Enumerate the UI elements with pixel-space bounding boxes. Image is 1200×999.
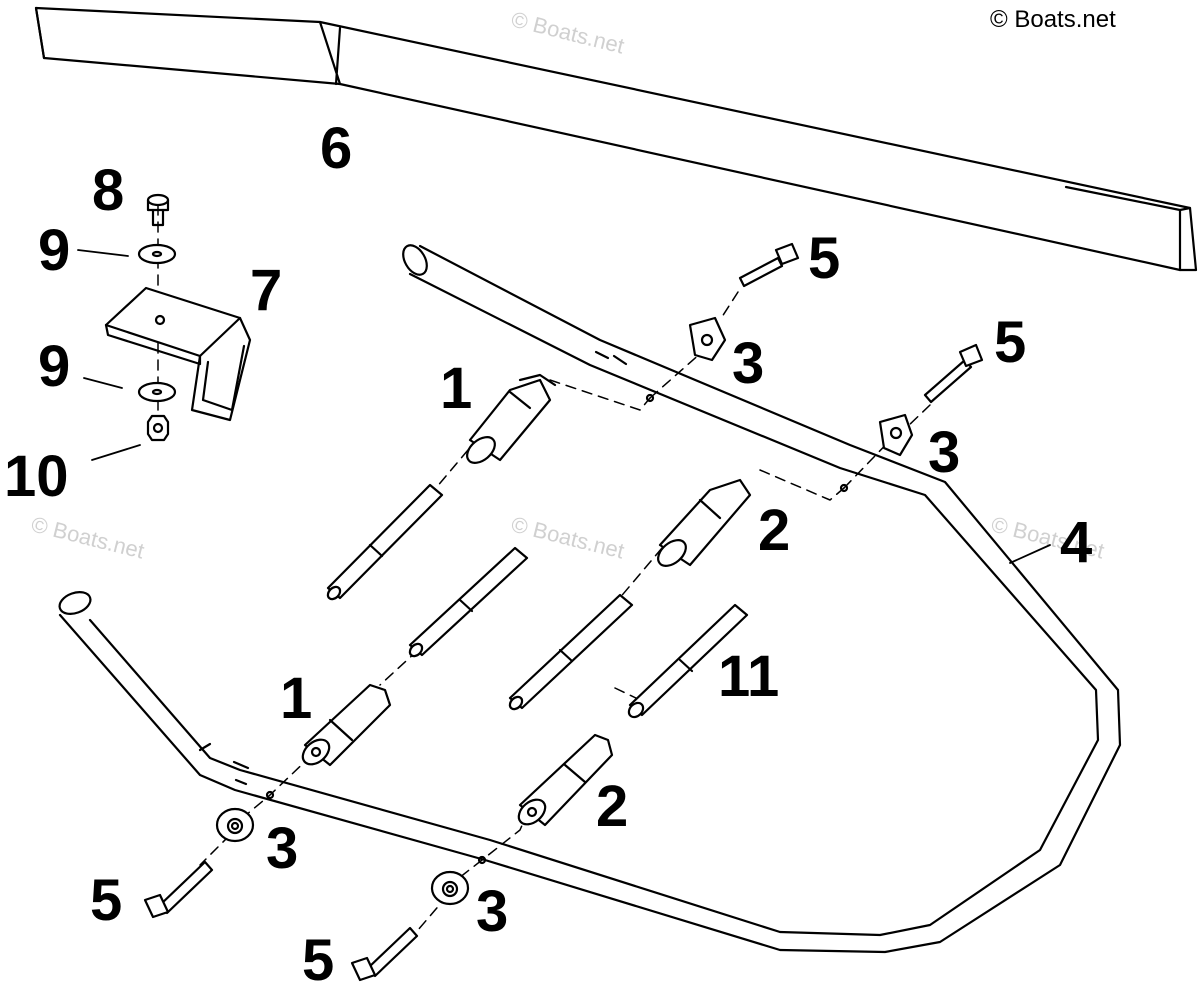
spacer-part-3 [215, 807, 255, 843]
callout-5-right: 5 [994, 310, 1027, 375]
spacer-part-3 [688, 316, 727, 362]
callout-5-upper: 5 [808, 226, 841, 291]
callout-4: 4 [1060, 510, 1093, 575]
callout-2-lower: 2 [596, 774, 629, 839]
callout-9-upper: 9 [38, 218, 71, 283]
trim-rail-part-6 [34, 6, 1198, 272]
tube-frame-upper [58, 244, 1122, 954]
callout-1-upper: 1 [440, 356, 473, 421]
callout-3-lower-left: 3 [266, 816, 299, 881]
callout-3-lower-right: 3 [476, 879, 509, 944]
bushing-part-1-lower [301, 683, 392, 767]
washer-part-9 [137, 243, 177, 265]
callout-7: 7 [250, 258, 283, 323]
nut-part-10 [146, 414, 170, 442]
washer-part-9 [137, 381, 177, 403]
spacer-part-3 [430, 870, 470, 906]
screw-part-8 [146, 193, 170, 227]
callout-3-upper: 3 [732, 331, 765, 396]
bolt-part-5 [143, 860, 214, 919]
callout-11: 11 [718, 644, 780, 709]
leader-lines [77, 249, 1051, 564]
bushing-part-2-lower [517, 733, 614, 827]
bolt-part-5 [738, 242, 800, 288]
callout-2-upper: 2 [758, 498, 791, 563]
bolt-part-5 [923, 343, 984, 404]
bolt-part-5 [350, 926, 419, 982]
pin-upper-left [326, 483, 444, 601]
bracket-part-7 [104, 286, 252, 422]
pin-middle-left [408, 546, 529, 658]
pin-middle-right [508, 593, 634, 711]
callout-5-lower-left: 5 [90, 868, 123, 933]
spacer-part-3 [878, 413, 914, 457]
bushing-part-2-upper [657, 478, 752, 567]
pin-part-11 [627, 603, 749, 719]
callout-5-lower-right: 5 [302, 928, 335, 993]
bushing-part-1-upper [466, 373, 557, 464]
callout-10: 10 [4, 444, 69, 509]
assembly-guides [157, 204, 931, 931]
callout-6: 6 [320, 116, 353, 181]
callout-1-lower: 1 [280, 666, 313, 731]
copyright-notice: © Boats.net [990, 6, 1116, 33]
callout-9-lower: 9 [38, 334, 71, 399]
callout-8: 8 [92, 158, 125, 223]
callout-3-right: 3 [928, 420, 961, 485]
